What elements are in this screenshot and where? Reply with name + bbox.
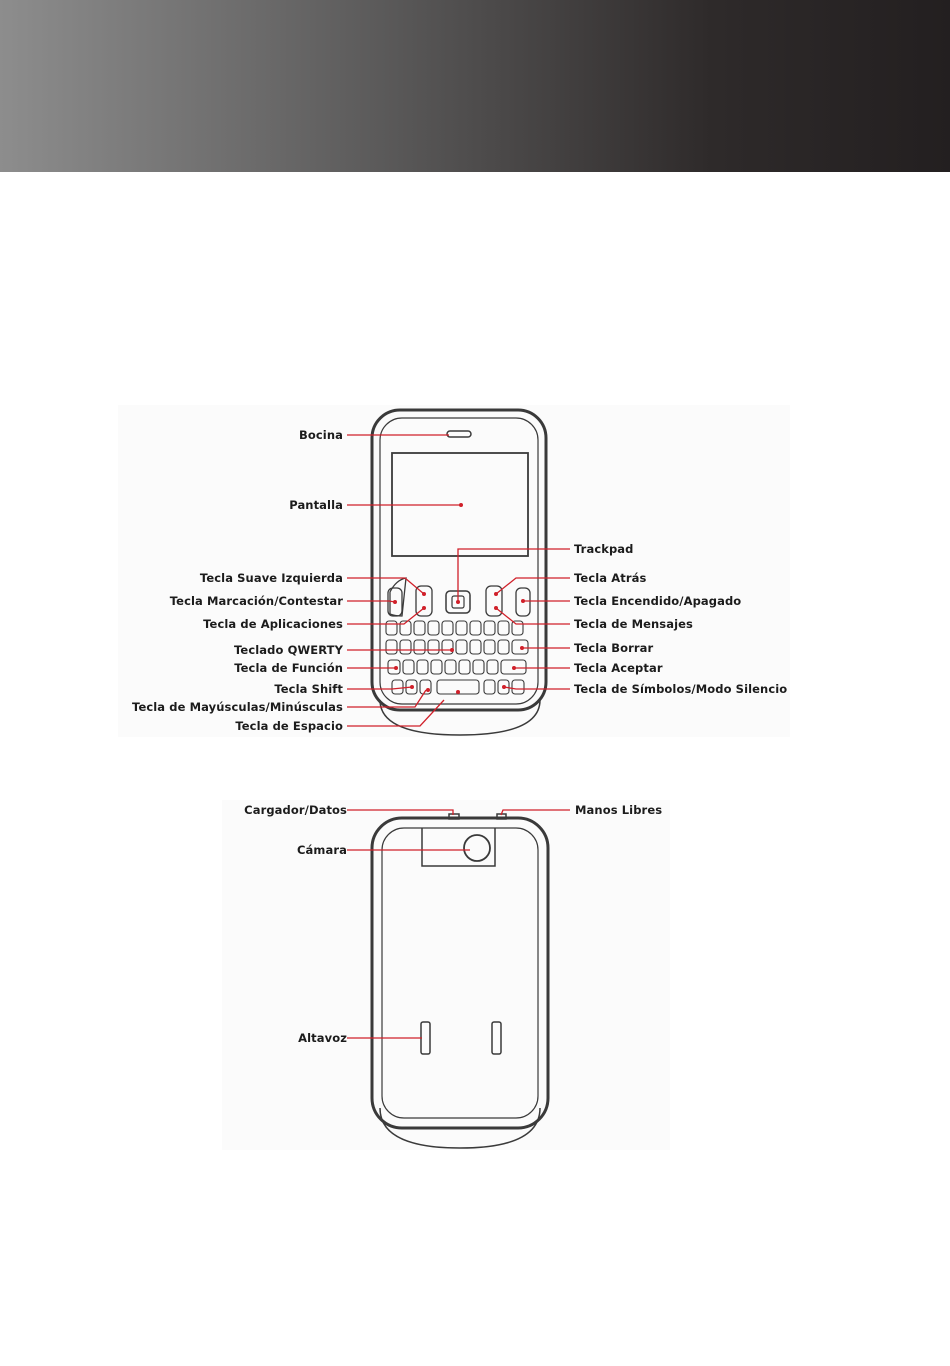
camera-lens [463,834,491,862]
label-tecla-mayusculas: Tecla de Mayúsculas/Minúsculas [132,700,343,714]
label-tecla-aceptar: Tecla Aceptar [574,661,663,675]
menu-key [415,585,433,617]
label-tecla-espacio: Tecla de Espacio [235,719,343,733]
call-key [387,587,403,617]
label-tecla-suave-izquierda: Tecla Suave Izquierda [199,571,343,585]
label-camara: Cámara [297,843,347,857]
label-altavoz: Altavoz [298,1031,347,1045]
label-tecla-marcacion: Tecla Marcación/Contestar [169,594,343,608]
label-teclado-qwerty: Teclado QWERTY [234,643,343,657]
front-phone [370,408,548,736]
front-panel-bg [118,405,790,737]
label-tecla-borrar: Tecla Borrar [574,641,654,655]
front-callout-dots [393,503,525,694]
label-tecla-simbolos: Tecla de Símbolos/Modo Silencio [574,682,788,696]
charger-port [448,813,460,820]
back-panel-bg [222,800,670,1150]
label-tecla-funcion: Tecla de Función [234,661,343,675]
end-key [515,587,531,617]
back-key [485,585,503,617]
label-pantalla: Pantalla [289,498,343,512]
camera-housing [421,828,496,867]
speaker-right [491,1021,502,1055]
label-tecla-aplicaciones: Tecla de Aplicaciones [203,617,343,631]
label-tecla-mensajes: Tecla de Mensajes [574,617,693,631]
back-phone [370,813,550,1149]
label-tecla-shift: Tecla Shift [274,682,343,696]
label-manos-libres: Manos Libres [575,803,663,817]
qwerty-keys [385,620,529,695]
label-tecla-atras: Tecla Atrás [574,571,647,585]
label-bocina: Bocina [299,428,343,442]
label-trackpad: Trackpad [574,542,634,556]
back-callouts [347,809,570,1039]
header-band [0,0,950,172]
front-callouts [347,434,570,727]
label-cargador: Cargador/Datos [244,803,347,817]
earpiece [446,430,472,438]
label-tecla-encendido: Tecla Encendido/Apagado [574,594,742,608]
